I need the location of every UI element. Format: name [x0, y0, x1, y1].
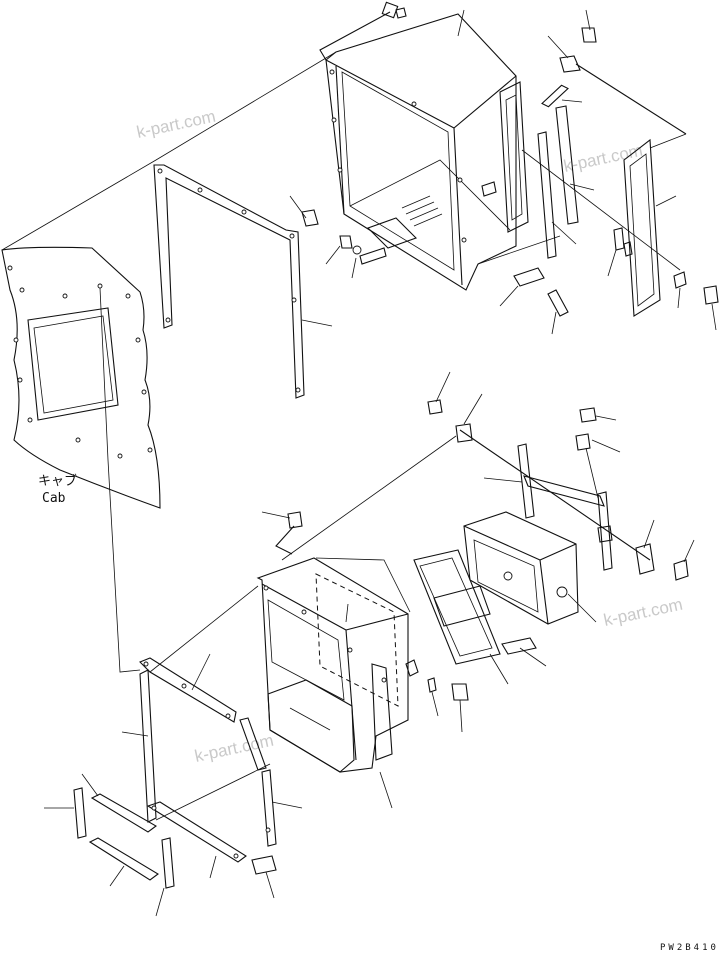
cab-label-english: Cab — [42, 491, 66, 506]
upper-housing-box — [325, 13, 529, 291]
upper-leaders — [1, 9, 717, 335]
watermarks: k-part.com k-part.com k-part.com k-part.… — [135, 107, 684, 766]
cab-label-japanese: キャブ — [38, 473, 77, 489]
lower-housing-box — [256, 557, 469, 809]
watermark-top-right: k-part.com — [562, 141, 644, 176]
lower-seal-parts — [44, 653, 303, 917]
lower-top-bolt — [261, 511, 303, 555]
mesh-filter-mark — [401, 195, 443, 227]
cab-wall-panel: キャブ Cab — [1, 246, 161, 509]
upper-seal-frame — [153, 164, 305, 399]
watermark-top-left: k-part.com — [135, 107, 217, 142]
watermark-mid-right: k-part.com — [602, 595, 684, 630]
upper-fasteners — [301, 1, 719, 317]
lower-assembly-lines — [99, 287, 457, 821]
middle-bracket-assembly — [427, 371, 695, 581]
control-box — [413, 511, 597, 685]
drawing-code: PW2B410 — [660, 943, 719, 953]
